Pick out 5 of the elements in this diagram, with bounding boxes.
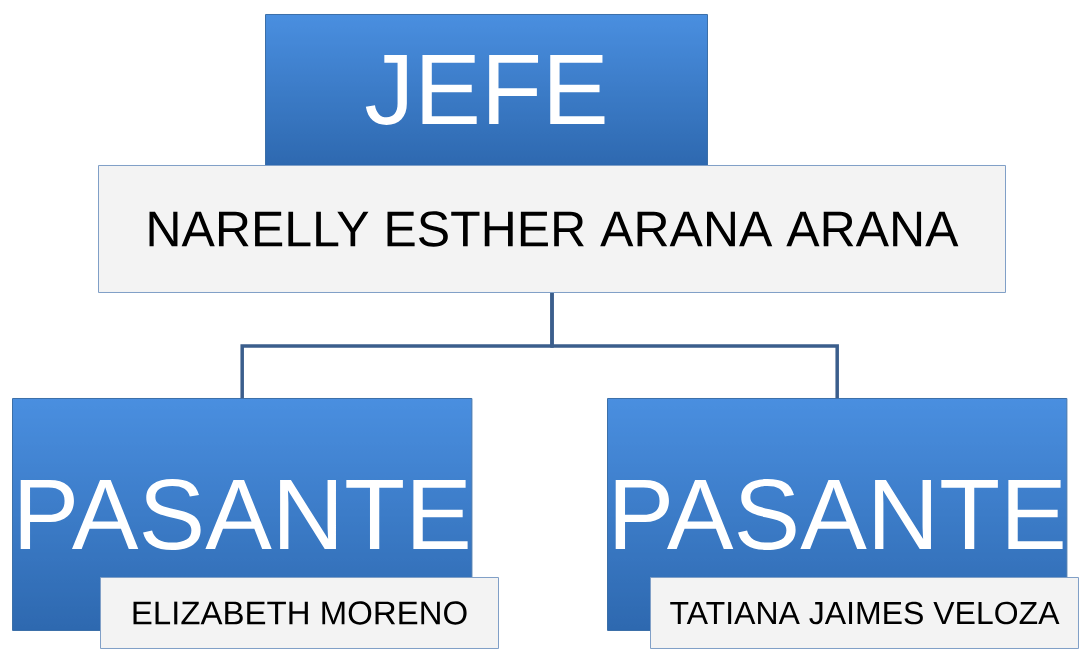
name-box: TATIANA JAIMES VELOZA — [650, 577, 1079, 649]
name-box: ELIZABETH MORENO — [100, 577, 499, 649]
name-box: NARELLY ESTHER ARANA ARANA — [98, 165, 1006, 293]
role-box: JEFE — [265, 14, 708, 166]
connector-line — [550, 293, 839, 398]
